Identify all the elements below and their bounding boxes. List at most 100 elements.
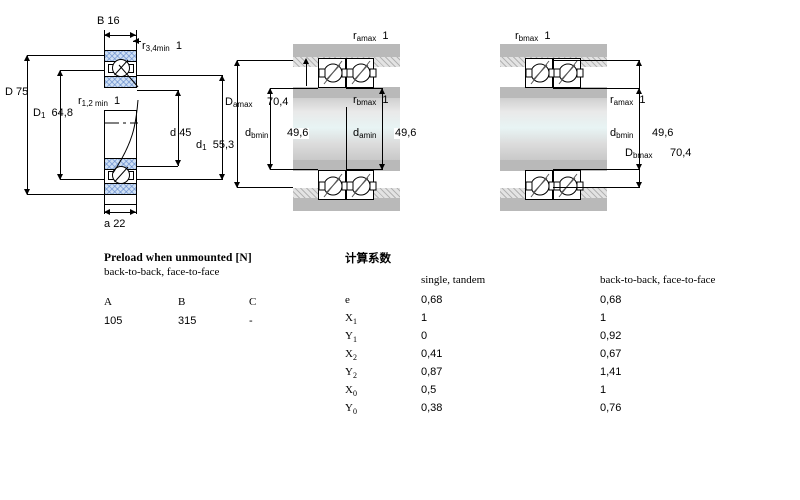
ext-line-d1-bottom: [137, 179, 222, 180]
housing-band-bottom: [293, 198, 400, 211]
axis-centerline: [105, 122, 138, 124]
dim-arrow-a-left: [104, 209, 110, 215]
preload-value-B: 315: [178, 315, 197, 327]
dim-line-d1: [222, 75, 223, 180]
ext-line-D-top: [27, 55, 105, 56]
dim-arrow-dbmin-mid-bottom: [267, 164, 273, 170]
dim-label-a: a 22: [104, 218, 126, 230]
ext-line-a-right: [136, 200, 137, 214]
dim-arrow-a-right: [130, 209, 136, 215]
ball-lower: [112, 166, 130, 184]
dim-label-B: B 16: [97, 15, 120, 27]
dim-label-rbmax-mid: rbmax 1: [353, 94, 389, 107]
contact-angle-curve: [112, 99, 139, 174]
factors-symbol: X2: [345, 348, 357, 363]
ext-line-D1-bottom: [60, 179, 105, 180]
dim-arrow-D-top: [24, 55, 30, 61]
factors-value-paired: 1,41: [600, 366, 622, 378]
ext-line-B-left: [104, 30, 105, 50]
dim-arrow-d1-top: [219, 75, 225, 81]
factors-value-paired: 0,68: [600, 294, 622, 306]
factors-value-paired: 1: [600, 384, 607, 396]
factors-value-paired: 0,67: [600, 348, 622, 360]
ext-line-Dbmax-top: [553, 60, 639, 61]
dim-arrow-Dbmax-top: [636, 60, 642, 66]
dim-arrow-d-bottom: [175, 160, 181, 166]
balls-lower-middle: [318, 173, 377, 198]
dim-arrow-D1-bottom: [57, 174, 63, 180]
dim-line-damin: [382, 88, 383, 170]
dim-arrow-damin-bottom: [379, 164, 385, 170]
housing-band-top-inner: [293, 87, 400, 98]
preload-header-A: A: [104, 296, 112, 308]
dim-line-D1: [60, 70, 61, 180]
factors-value-single-tandem: 0,41: [421, 348, 443, 360]
ext-line-Damax-top: [237, 60, 293, 61]
dim-arrow-d1-bottom: [219, 174, 225, 180]
dim-value-dbmin-r: 49,6: [652, 127, 674, 139]
ext-line-dbmin-r-bottom: [553, 169, 639, 170]
factors-value-single-tandem: 1: [421, 312, 428, 324]
preload-value-A: 105: [104, 315, 123, 327]
ext-line-Dbmax-bottom: [553, 187, 639, 188]
dim-arrow-70-4: [303, 58, 309, 64]
ext-line-dbmin-mid-bottom: [270, 169, 318, 170]
contact-angle-line-upper: [118, 64, 139, 88]
dim-label-dbmin-mid: dbmin: [245, 127, 269, 140]
dim-label-r12min: r1,2 min 1: [78, 95, 121, 108]
factors-header-paired: back-to-back, face-to-face: [600, 274, 716, 286]
preload-table: Preload when unmounted [N] back-to-back,…: [104, 252, 334, 327]
factors-symbol: Y1: [345, 330, 357, 345]
factors-symbol: Y2: [345, 366, 357, 381]
factors-header-single-tandem: single, tandem: [421, 274, 486, 286]
dim-line-D: [27, 55, 28, 195]
dim-label-rbmax-top-r: rbmax 1: [515, 30, 551, 43]
dim-arrow-D1-top: [57, 70, 63, 76]
dim-label-damin: damin: [353, 127, 377, 140]
dim-arrow-Dbmax-bottom: [636, 182, 642, 188]
balls-upper-middle: [318, 60, 377, 85]
factors-value-single-tandem: 0,68: [421, 294, 443, 306]
ext-line-D-bottom: [27, 194, 105, 195]
dim-label-D1: D1 64,8: [33, 107, 73, 120]
preload-value-C: -: [249, 315, 253, 327]
ext-line-damin-bottom: [346, 169, 382, 170]
ext-line-Damax-bottom: [237, 187, 293, 188]
dim-arrow-d-top: [175, 90, 181, 96]
dim-arrow-B-right: [130, 32, 136, 38]
dim-arrow-B-left: [104, 32, 110, 38]
dim-value-damin: 49,6: [394, 127, 418, 139]
ext-line-d1-top: [137, 75, 222, 76]
bearing-upper-half: [104, 50, 139, 88]
factors-table-title: 计算系数: [345, 251, 391, 265]
factors-value-single-tandem: 0,5: [421, 384, 437, 396]
preload-table-title: Preload when unmounted [N]: [104, 252, 252, 264]
dim-value-Dbmax: 70,4: [670, 147, 692, 159]
ext-line-d-bottom: [137, 166, 178, 167]
right-bearing-drawing: rbmax 1 ramax 1 dbmin 49,6 Dbmax 70,4: [455, 0, 800, 240]
dim-arrow-Damax-bottom: [234, 182, 240, 188]
housing-band-bottom-r: [500, 198, 607, 211]
factors-symbol: X1: [345, 312, 357, 327]
ext-line-a-left: [104, 200, 105, 214]
housing-band-top: [293, 44, 400, 57]
balls-lower-right: [525, 173, 584, 198]
dim-label-ramax-top: ramax 1: [353, 30, 389, 43]
dim-label-Damax: Damax: [225, 96, 253, 109]
dim-arrow-damin-top: [379, 88, 385, 94]
ext-line-d-top: [137, 90, 178, 91]
preload-header-B: B: [178, 296, 186, 308]
housing-band-top-r: [500, 44, 607, 57]
preload-table-subtitle: back-to-back, face-to-face: [104, 266, 220, 278]
ext-line-dbmin-mid-top: [270, 88, 318, 89]
middle-bearing-drawing: ramax 1 Damax 70,4 dbmin 49,6 rbmax 1: [225, 0, 455, 240]
factors-value-single-tandem: 0,87: [421, 366, 443, 378]
dim-line-B: [104, 35, 136, 36]
dim-arrow-dbmin-mid-top: [267, 88, 273, 94]
preload-header-C: C: [249, 296, 257, 308]
dim-label-r34min: r3,4min 1: [142, 40, 182, 53]
dim-label-d: d 45: [170, 127, 192, 139]
balls-upper-right: [525, 60, 584, 85]
dim-arrow-Damax-top: [234, 60, 240, 66]
